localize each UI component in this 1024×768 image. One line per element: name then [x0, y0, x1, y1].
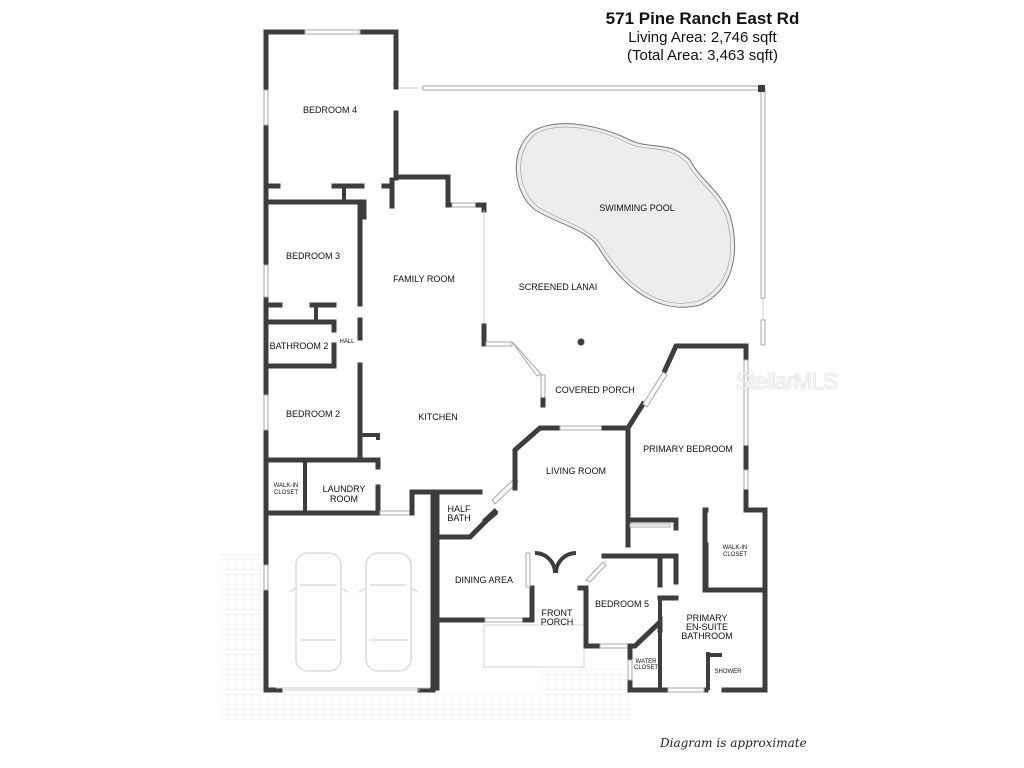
label-laundry-b: ROOM — [330, 494, 358, 504]
label-shower: SHOWER — [715, 669, 743, 675]
total-area: (Total Area: 3,463 sqft) — [627, 47, 778, 64]
walls — [263, 29, 768, 693]
car-icon — [288, 552, 349, 672]
label-walkin-closet-2-b: CLOSET — [723, 552, 747, 558]
label-half-bath-b: BATH — [447, 513, 470, 523]
label-primary-bath: PRIMARY — [687, 613, 728, 623]
label-bedroom-2: BEDROOM 2 — [286, 409, 340, 419]
label-family-room: FAMILY ROOM — [393, 274, 455, 284]
label-water-closet: WATER — [636, 659, 658, 665]
plan-header: 571 Pine Ranch East Rd Living Area: 2,74… — [560, 8, 845, 65]
label-walkin-closet-2: WALK-IN — [723, 545, 748, 551]
label-screened-lanai: SCREENED LANAI — [519, 282, 598, 292]
label-water-closet-b: CLOSET — [634, 665, 658, 671]
label-primary-bedroom: PRIMARY BEDROOM — [643, 444, 733, 454]
lanai-screen — [397, 85, 766, 346]
living-area: Living Area: 2,746 sqft — [628, 29, 777, 46]
label-kitchen: KITCHEN — [418, 412, 458, 422]
label-bathroom-2: BATHROOM 2 — [270, 341, 329, 351]
swimming-pool-shape — [515, 123, 736, 308]
label-half-bath: HALF — [447, 504, 471, 514]
label-front-porch: FRONT — [542, 608, 573, 618]
label-bedroom-3: BEDROOM 3 — [286, 251, 340, 261]
lanai-column — [577, 338, 585, 346]
label-living-room: LIVING ROOM — [546, 466, 606, 476]
label-swimming-pool: SWIMMING POOL — [599, 203, 675, 213]
label-primary-bath-b: EN-SUITE — [686, 622, 728, 632]
label-dining-area: DINING AREA — [455, 575, 513, 585]
label-walkin-closet-1-b: CLOSET — [274, 490, 298, 496]
label-bedroom-4: BEDROOM 4 — [303, 105, 357, 115]
stellarmls-watermark: StellarMLS — [735, 368, 838, 394]
label-primary-bath-c: BATHROOM — [681, 631, 732, 641]
label-hall: HALL — [339, 339, 355, 345]
label-bedroom-5: BEDROOM 5 — [595, 599, 649, 609]
label-covered-porch: COVERED PORCH — [555, 385, 635, 395]
label-laundry: LAUNDRY — [323, 484, 366, 494]
diagram-disclaimer: Diagram is approximate — [660, 736, 807, 750]
car-icon — [358, 552, 419, 672]
property-address: 571 Pine Ranch East Rd — [605, 9, 800, 28]
label-walkin-closet-1: WALK-IN — [274, 483, 299, 489]
label-front-porch-b: PORCH — [541, 617, 574, 627]
front-porch-slab — [483, 624, 585, 668]
driveway-paving — [220, 553, 632, 723]
